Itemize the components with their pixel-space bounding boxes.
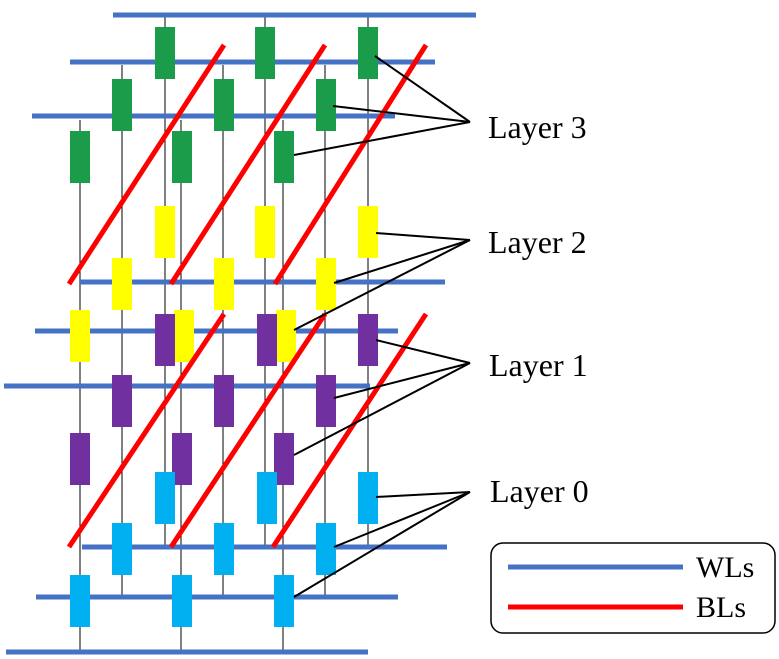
bitline [66,312,227,549]
memory-cell [70,131,90,183]
memory-cell [276,310,296,362]
memory-cell [257,472,277,524]
memory-cell [155,314,175,366]
memory-cell [274,131,294,183]
memory-cell [155,472,175,524]
bitline [168,43,328,286]
memory-cell [70,433,90,485]
layer-pointer-line [375,232,471,241]
memory-cell [255,206,275,258]
memory-cell [112,79,132,131]
memory-cell [214,79,234,131]
bitlines [66,43,429,549]
memory-cell [316,258,336,310]
layer-pointer-line [375,491,471,498]
legend-bitline-label: BLs [696,591,746,624]
layer-pointer-lines [293,55,471,598]
memory-cell [214,258,234,310]
layer-pointer-line [293,491,471,598]
memory-cell [172,131,192,183]
memory-cell [112,523,132,575]
layer-2-label: Layer 2 [488,224,587,260]
layer-pointer-line [293,239,471,331]
memory-cell [358,27,378,79]
layer-pointer-line [293,121,471,156]
memory-cell [172,575,192,627]
layer-pointer-line [333,491,471,548]
memory-cell [155,206,175,258]
memory-cell [70,575,90,627]
memory-cell [112,375,132,427]
layer-pointer-line [333,362,471,399]
memory-cell [358,314,378,366]
bitline [272,43,429,286]
memory-cell [358,206,378,258]
layer-pointer-line [332,105,471,123]
memory-cell [172,433,192,485]
memory-cell [214,523,234,575]
memory-cell [316,79,336,131]
memory-cell [70,310,90,362]
legend: WLs BLs [490,542,776,634]
layer-3-label: Layer 3 [488,109,587,145]
memory-cell [316,523,336,575]
bitline [168,312,328,549]
memory-cell [255,27,275,79]
memory-cells [70,27,378,627]
memory-cell [358,472,378,524]
memory-cell [112,258,132,310]
memory-cell [174,310,194,362]
memory-cell [257,314,277,366]
bitline [270,312,429,549]
memory-cell [274,433,294,485]
memory-cell [316,375,336,427]
memory-cell [274,575,294,627]
layer-pointer-line [293,362,471,456]
memory-cell [214,375,234,427]
layer-1-label: Layer 1 [489,347,588,383]
legend-wordline-label: WLs [696,551,754,584]
layer-pointer-line [375,339,471,364]
layer-pointer-line [333,239,471,284]
memory-cell [155,27,175,79]
layer-pointer-line [374,55,471,123]
bitline [66,43,227,286]
wordlines [4,12,476,655]
layer-0-label: Layer 0 [490,473,589,509]
